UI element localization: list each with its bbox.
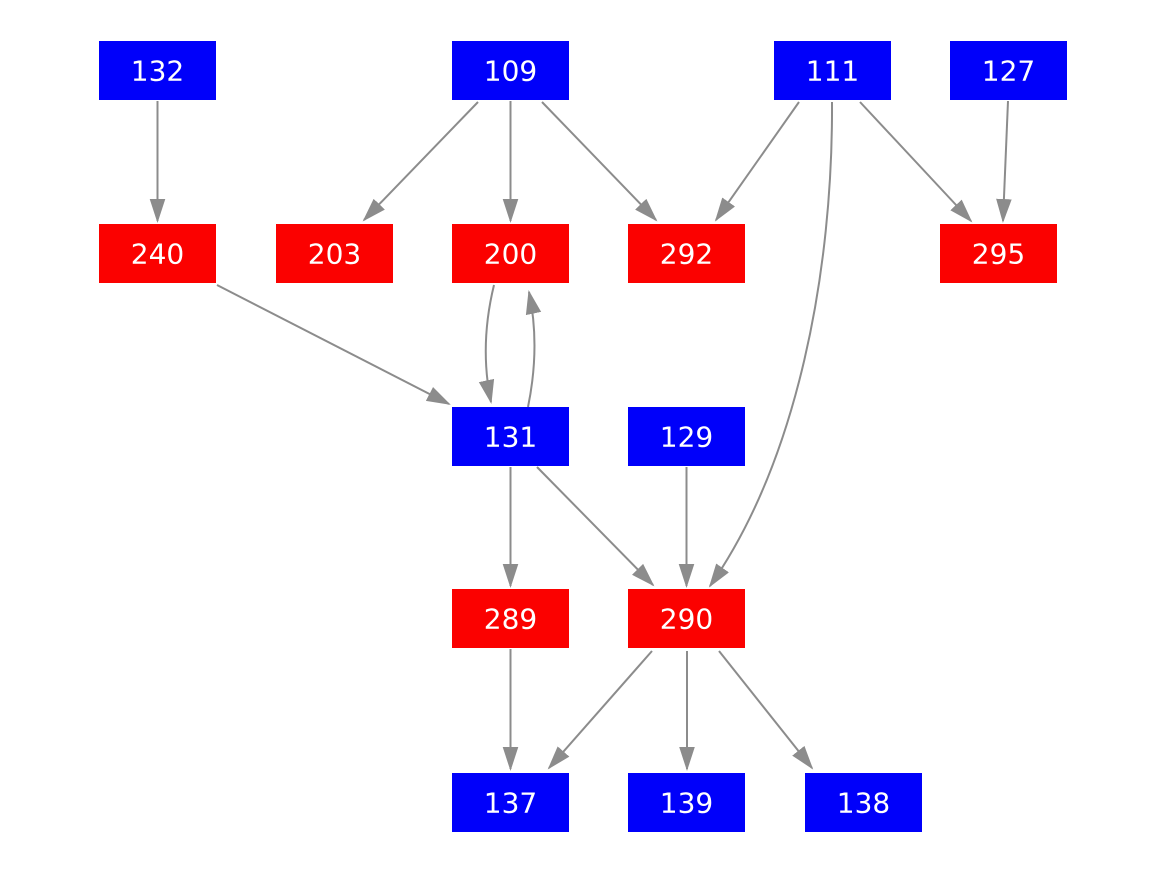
node-203-label: 203 (308, 238, 361, 271)
node-240-box (99, 224, 216, 283)
node-292: 292 (628, 224, 745, 283)
node-129: 129 (628, 407, 745, 466)
node-289: 289 (452, 589, 569, 648)
node-289-label: 289 (484, 603, 537, 636)
node-290-box (628, 589, 745, 648)
edge-109-292 (541, 101, 658, 222)
edge-131-290 (536, 466, 655, 587)
node-290: 290 (628, 589, 745, 648)
node-295: 295 (940, 224, 1057, 283)
node-129-box (628, 407, 745, 466)
node-292-box (628, 224, 745, 283)
node-240-label: 240 (131, 238, 184, 271)
node-127: 127 (950, 41, 1067, 100)
node-203: 203 (276, 224, 393, 283)
node-131-box (452, 407, 569, 466)
edge-111-292 (714, 101, 800, 222)
edge-240-131 (216, 284, 451, 405)
node-137-label: 137 (484, 787, 537, 820)
node-131: 131 (452, 407, 569, 466)
node-137-box (452, 773, 569, 832)
node-139: 139 (628, 773, 745, 832)
node-132-box (99, 41, 216, 100)
edge-127-295 (996, 100, 1012, 223)
edge-290-138 (718, 650, 814, 770)
node-292-label: 292 (660, 238, 713, 271)
node-132: 132 (99, 41, 216, 100)
node-138-label: 138 (837, 787, 890, 820)
edge-111-295 (859, 101, 973, 223)
node-138: 138 (805, 773, 922, 832)
node-203-box (276, 224, 393, 283)
node-138-box (805, 773, 922, 832)
node-127-label: 127 (982, 55, 1035, 88)
node-200-label: 200 (484, 238, 537, 271)
node-137: 137 (452, 773, 569, 832)
node-129-label: 129 (660, 421, 713, 454)
node-200-box (452, 224, 569, 283)
node-132-label: 132 (131, 55, 184, 88)
node-240: 240 (99, 224, 216, 283)
node-139-box (628, 773, 745, 832)
node-109: 109 (452, 41, 569, 100)
node-289-box (452, 589, 569, 648)
node-295-box (940, 224, 1057, 283)
node-109-box (452, 41, 569, 100)
node-111-label: 111 (806, 55, 859, 88)
edge-131-200 (525, 290, 542, 408)
node-295-label: 295 (972, 238, 1025, 271)
node-111: 111 (774, 41, 891, 100)
node-111-box (774, 41, 891, 100)
node-127-box (950, 41, 1067, 100)
node-139-label: 139 (660, 787, 713, 820)
node-200: 200 (452, 224, 569, 283)
node-290-label: 290 (660, 603, 713, 636)
edge-200-131 (478, 284, 495, 404)
edge-111-290 (708, 101, 834, 588)
node-131-label: 131 (484, 421, 537, 454)
node-layer: 132 109 111 127 240 203 200 292 295 131 129 289 290 1… (99, 41, 1067, 832)
edge-109-203 (362, 101, 479, 222)
node-109-label: 109 (484, 55, 537, 88)
edge-layer (149, 100, 1012, 771)
edge-290-137 (547, 650, 653, 770)
